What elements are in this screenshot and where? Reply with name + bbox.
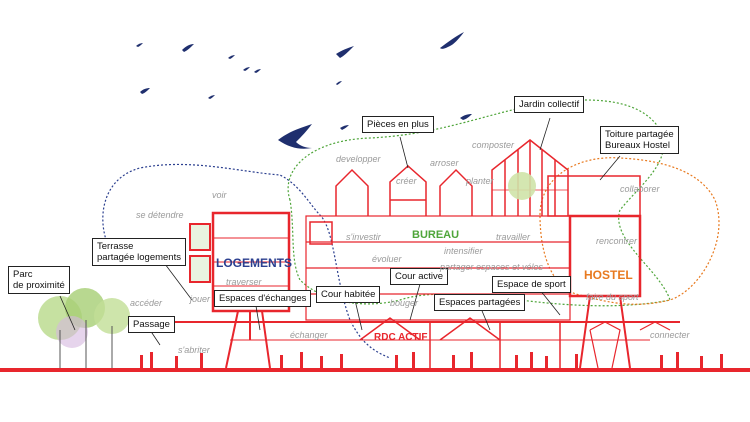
verb-jouer: jouer: [190, 294, 211, 304]
verb-collaborer: collaborer: [620, 184, 660, 194]
bird-icon: [336, 81, 342, 85]
callout-passage: Passage: [128, 316, 175, 333]
bird-icon: [460, 114, 472, 120]
callout-toiture-line2: Bureaux Hostel: [605, 140, 670, 151]
pieces-en-plus: [335, 164, 473, 216]
bird-icon: [336, 46, 354, 58]
verb-evoluer: évoluer: [372, 254, 402, 264]
verb-composter: composter: [472, 140, 515, 150]
zone-bureau-label: BUREAU: [412, 229, 460, 241]
callout-terrasse: Terrasse partagée logements: [92, 238, 186, 266]
bird-icon: [182, 44, 194, 52]
callout-parc-line2: de proximité: [13, 280, 65, 291]
callout-passage-line1: Passage: [133, 319, 170, 330]
zone-rdc-label: RDC ACTIF: [374, 332, 428, 343]
verb-planter: planter: [466, 176, 494, 186]
callout-cour-habitee: Cour habitée: [316, 286, 381, 303]
callout-jardin-line1: Jardin collectif: [519, 99, 580, 110]
zone-hostel-label: HOSTEL: [584, 268, 633, 282]
bird-large-icon: [278, 124, 312, 149]
verb-acceder: accéder: [130, 298, 163, 308]
bird-icon: [228, 55, 235, 59]
callout-leaders: [59, 117, 621, 346]
bird-icon: [136, 43, 143, 47]
verb-s-investir: s'investir: [346, 232, 381, 242]
bird-icon: [440, 32, 464, 49]
callout-jardin: Jardin collectif: [514, 96, 585, 113]
verb-connecter: connecter: [650, 330, 690, 340]
rdc-canopy: [359, 317, 561, 368]
verb-faire-sport: faire du sport: [586, 292, 639, 302]
birds-group: [136, 32, 472, 149]
callout-toiture-line1: Toiture partagée: [605, 129, 674, 140]
callout-cour-habitee-line1: Cour habitée: [321, 289, 376, 300]
verb-traverser: traverser: [226, 277, 262, 287]
people-crowd: [140, 352, 723, 368]
verb-rencontrer: rencontrer: [596, 236, 638, 246]
bird-icon: [208, 95, 215, 99]
callout-espaces-echanges: Espaces d'échanges: [214, 290, 312, 307]
hostel-pilotis: [579, 295, 631, 369]
verb-creer: créer: [396, 176, 417, 186]
callout-terrasse-line2: partagée logements: [97, 252, 181, 263]
orange-zone-outline: [539, 157, 720, 305]
callout-pieces-line1: Pièces en plus: [367, 119, 429, 130]
bird-icon: [243, 67, 250, 71]
verb-arroser: arroser: [430, 158, 459, 168]
callout-espaces-partages: Espaces partagées: [434, 294, 526, 311]
verb-travailler: travailler: [496, 232, 531, 242]
bird-icon: [140, 88, 150, 94]
sport-structure: [589, 321, 671, 369]
callout-espace-sport: Espace de sport: [492, 276, 571, 293]
park-trees: [38, 288, 130, 368]
green-zone-outline: [287, 99, 671, 307]
bird-icon: [254, 69, 261, 73]
blue-zone-outline: [102, 163, 391, 359]
callout-espaces-echanges-line1: Espaces d'échanges: [219, 293, 307, 304]
bird-icon: [340, 125, 349, 130]
callout-pieces: Pièces en plus: [362, 116, 434, 133]
callout-terrasse-line1: Terrasse: [97, 241, 134, 252]
ground-line: [0, 368, 750, 372]
verb-s-abriter: s'abriter: [178, 345, 210, 355]
verb-se-detendre: se détendre: [136, 210, 184, 220]
zone-logements-label: LOGEMENTS: [216, 256, 293, 270]
callout-espace-sport-line1: Espace de sport: [497, 279, 566, 290]
greenhouse-tree: [508, 172, 536, 200]
callout-cour-active: Cour active: [390, 268, 449, 285]
callout-espaces-partages-line1: Espaces partagées: [439, 297, 521, 308]
callout-cour-active-line1: Cour active: [395, 271, 444, 282]
hostel-block: [547, 175, 642, 298]
callout-parc: Parc de proximité: [8, 266, 70, 294]
verb-partager: partager espaces et vélos: [440, 262, 544, 272]
verb-voir: voir: [212, 190, 227, 200]
logements-pilotis: [225, 310, 271, 369]
callout-parc-line1: Parc: [13, 269, 33, 280]
terrasse-boxes: [189, 223, 211, 283]
verb-intensifier: intensifier: [444, 246, 483, 256]
callout-toiture: Toiture partagée Bureaux Hostel: [600, 126, 679, 154]
verb-echanger: échanger: [290, 330, 328, 340]
verb-developper: developper: [336, 154, 381, 164]
verb-bouger: bouger: [390, 298, 419, 308]
